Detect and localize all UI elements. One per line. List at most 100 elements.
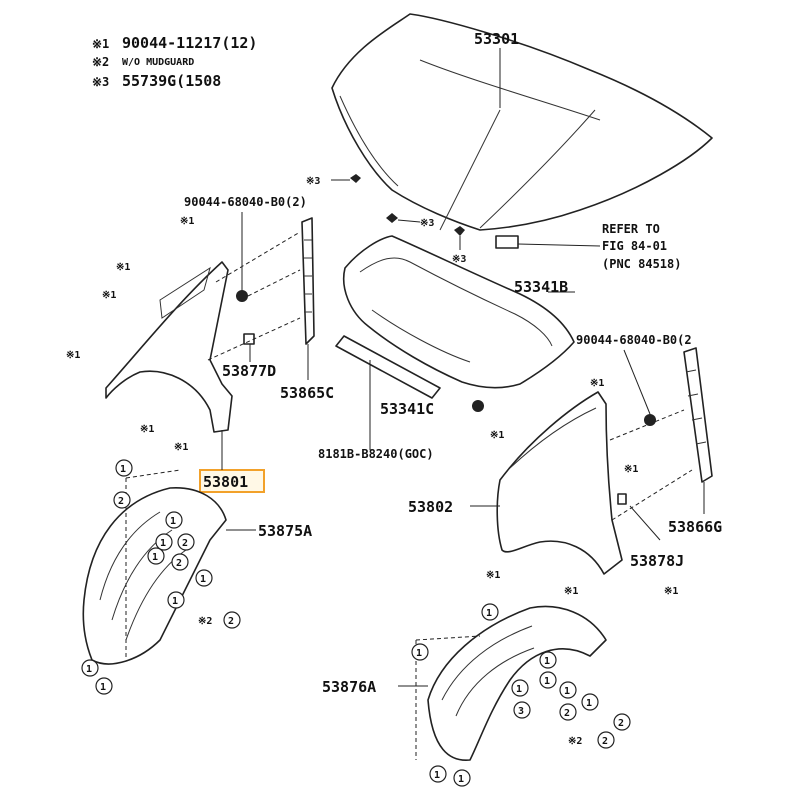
bolt-right[interactable] [623, 349, 656, 426]
fender-seal-right-part[interactable] [683, 347, 713, 483]
callout-right-1f: 1 [559, 681, 577, 699]
bolt-upper[interactable] [236, 212, 248, 302]
svg-text:1: 1 [516, 684, 522, 695]
svg-text:1: 1 [172, 596, 178, 607]
svg-text:1: 1 [152, 552, 158, 563]
legend-mark-2: ※2 [92, 55, 109, 69]
callout-right-2c: 2 [597, 731, 615, 749]
clip-mark-3c: ※3 [452, 254, 466, 265]
legend-mark-1: ※1 [92, 37, 109, 51]
bracket-right-label[interactable]: 53878J [630, 552, 684, 570]
callout-left-2b: 2 [177, 533, 195, 551]
callout-right-1b: 1 [411, 643, 429, 661]
callout-left-1b: 1 [165, 511, 183, 529]
callout-left-1f: 1 [167, 591, 185, 609]
bracket-right-part[interactable] [617, 493, 661, 541]
svg-text:2: 2 [228, 616, 234, 627]
legend-text-1: 90044-11217(12) [122, 34, 257, 52]
legend-text-3: 55739G(1508 [122, 72, 221, 90]
clip-mark-3a: ※3 [306, 176, 320, 187]
legend-mark-3: ※3 [92, 75, 109, 89]
callout-left-2c: 2 [171, 553, 189, 571]
hood-clip-2[interactable] [386, 213, 421, 223]
callout-right-1a: 1 [481, 603, 499, 621]
svg-text:2: 2 [182, 538, 188, 549]
mark-1-h: ※1 [490, 430, 504, 441]
svg-text:1: 1 [160, 538, 166, 549]
tape-part[interactable] [335, 335, 441, 399]
svg-text:2: 2 [564, 708, 570, 719]
hood-clip-1[interactable] [331, 174, 361, 183]
hood-seal-part[interactable] [343, 235, 575, 389]
callout-right-1h: 1 [429, 765, 447, 783]
bracket-left-label[interactable]: 53877D [222, 362, 276, 380]
callout-right-1c: 1 [539, 651, 557, 669]
mark-2-right: ※2 [568, 736, 582, 747]
mark-1-f: ※1 [174, 442, 188, 453]
mark-1-e: ※1 [140, 424, 154, 435]
hood-label[interactable]: 53301 [474, 30, 519, 48]
liner-right-label[interactable]: 53876A [322, 678, 376, 696]
svg-text:1: 1 [86, 664, 92, 675]
svg-text:1: 1 [586, 698, 592, 709]
bolt-upper-label[interactable]: 90044-68040-B0(2) [184, 195, 307, 209]
callout-left-2d: 2 [223, 611, 241, 629]
callout-left-1g: 1 [81, 659, 99, 677]
svg-text:1: 1 [544, 676, 550, 687]
callout-left-1a: 1 [115, 459, 133, 477]
weatherstrip-label[interactable]: 53341C [380, 400, 434, 418]
bracket-left-part[interactable] [243, 333, 255, 362]
clip-mark-3b: ※3 [420, 218, 434, 229]
fender-seal-left-part[interactable] [301, 217, 315, 345]
svg-text:2: 2 [602, 736, 608, 747]
tape-label[interactable]: 8181B-B8240(GOC) [318, 447, 434, 461]
fender-seal-left-label[interactable]: 53865C [280, 384, 334, 402]
liner-left-label[interactable]: 53875A [258, 522, 312, 540]
svg-text:1: 1 [200, 574, 206, 585]
mark-2-left: ※2 [198, 616, 212, 627]
callout-right-2a: 2 [559, 703, 577, 721]
mark-1-g: ※1 [590, 378, 604, 389]
callout-left-1c: 1 [155, 533, 173, 551]
fender-left-label[interactable]: 53801 [203, 473, 248, 491]
callout-left-1d: 1 [147, 547, 165, 565]
svg-text:1: 1 [564, 686, 570, 697]
svg-text:2: 2 [118, 496, 124, 507]
refer-line-1: REFER TO [602, 222, 660, 236]
mark-1-l: ※1 [664, 586, 678, 597]
svg-text:1: 1 [458, 774, 464, 785]
callout-left-1h: 1 [95, 677, 113, 695]
hood-part[interactable] [331, 13, 713, 231]
callout-right-1e: 1 [539, 671, 557, 689]
mark-1-i: ※1 [624, 464, 638, 475]
legend-text-2: W/O MUDGUARD [122, 57, 194, 68]
svg-text:1: 1 [434, 770, 440, 781]
svg-text:1: 1 [544, 656, 550, 667]
fender-right-part[interactable] [496, 391, 623, 575]
liner-right-part[interactable] [427, 605, 607, 761]
fender-right-label[interactable]: 53802 [408, 498, 453, 516]
mark-1-k: ※1 [564, 586, 578, 597]
mark-1-b: ※1 [116, 262, 130, 273]
callout-right-2b: 2 [613, 713, 631, 731]
refer-line-3: (PNC 84518) [602, 257, 681, 271]
svg-text:2: 2 [618, 718, 624, 729]
bolt-right-label[interactable]: 90044-68040-B0(2 [576, 333, 692, 347]
hood-lock-part[interactable] [495, 235, 601, 249]
callout-right-3: 3 [513, 701, 531, 719]
hood-clip-3[interactable] [454, 226, 465, 250]
svg-text:3: 3 [518, 706, 524, 717]
fender-left-part[interactable] [105, 261, 233, 433]
callout-left-1e: 1 [195, 569, 213, 587]
fender-seal-right-label[interactable]: 53866G [668, 518, 722, 536]
mark-1-j: ※1 [486, 570, 500, 581]
svg-text:1: 1 [120, 464, 126, 475]
refer-line-2: FIG 84-01 [602, 239, 667, 253]
hood-seal-label[interactable]: 53341B [514, 278, 568, 296]
weatherstrip-clip[interactable] [472, 400, 484, 412]
svg-text:1: 1 [170, 516, 176, 527]
callout-right-1i: 1 [453, 769, 471, 787]
svg-text:1: 1 [486, 608, 492, 619]
callout-left-2a: 2 [113, 491, 131, 509]
mark-1-c: ※1 [102, 290, 116, 301]
